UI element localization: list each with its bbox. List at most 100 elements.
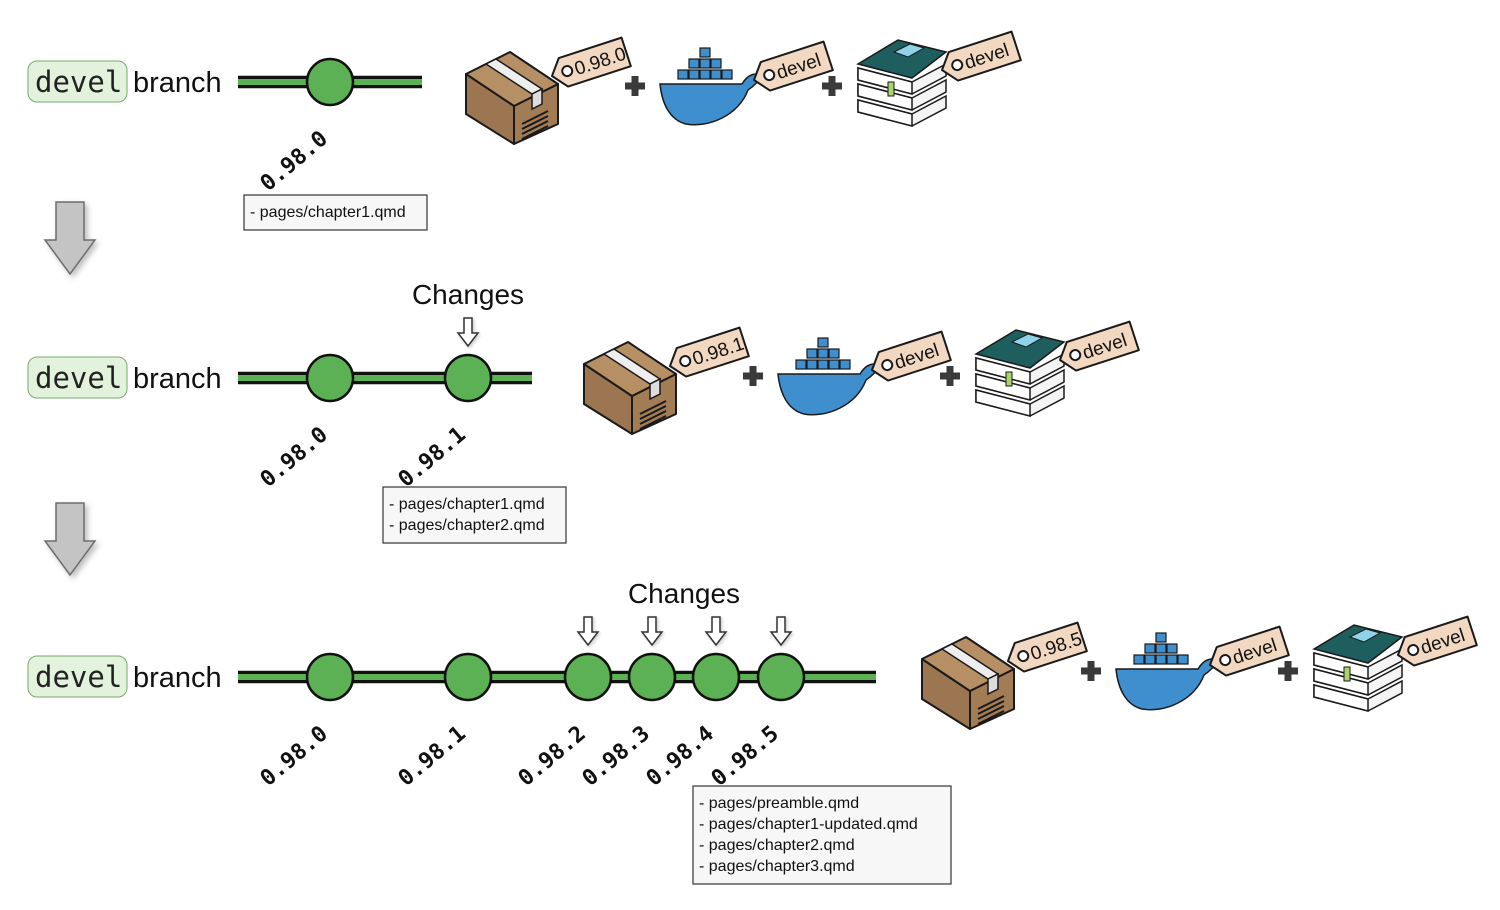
commit-node [443,353,493,403]
commit-node [305,652,355,702]
change-arrow-icon [704,616,728,647]
changed-file: - pages/preamble.qmd [699,795,859,812]
branch-name: devel [35,65,122,99]
container-block [839,359,851,370]
tag-hole [1219,654,1232,667]
tag-hole [1017,650,1030,663]
container-block [806,348,818,359]
branch-pill [27,60,128,103]
plus-icon [1278,661,1298,681]
docker-icon [659,47,764,126]
container-block [817,348,829,359]
commit-version-label: 0.98.2 [514,721,591,791]
stage-2: devel branch 0.98.0 0.98.1 Changes - pages/ch… [27,279,1140,544]
docs-tag: devel [1059,320,1140,372]
plus-icon [940,366,960,386]
plus-icon [822,76,842,96]
version-tag: 0.98.1 [669,326,750,378]
docs-tag: devel [941,30,1022,82]
branch-word: branch [133,363,222,395]
plus-icon [1081,661,1101,681]
package-icon [583,341,677,435]
docker-icon [777,337,882,416]
commit-version-label: 0.98.0 [256,721,333,791]
changed-files-box: - pages/chapter1.qmd [243,194,428,231]
change-arrow-icon [456,317,480,348]
changed-files-box: - pages/chapter1.qmd- pages/chapter2.qmd [382,486,567,544]
book-cover [1312,624,1404,664]
container-block [1177,654,1189,665]
plus-icon [625,76,645,96]
container-block [1166,654,1178,665]
changed-file: - pages/chapter2.qmd [389,517,545,534]
change-arrow-icon [769,616,793,647]
bookmark [1005,371,1013,387]
container-block [1144,654,1156,665]
commit-version-label: 0.98.0 [256,126,333,196]
container-block [699,58,711,69]
container-block [710,58,722,69]
plus-icon [743,366,763,386]
container-block [688,69,700,80]
container-block [817,337,829,348]
container-block [1155,654,1167,665]
tag-hole [1069,349,1082,362]
changed-file: - pages/chapter1-updated.qmd [699,816,918,833]
container-block [688,58,700,69]
bookmark [887,81,895,97]
container-block [806,359,818,370]
book-cover [974,329,1066,369]
commit-version-label: 0.98.0 [256,422,333,492]
book-icon [1312,624,1404,712]
branch-label: devel [27,655,128,698]
commit-node [691,652,741,702]
book-cover [856,39,948,79]
commit-version-label: 0.98.3 [578,721,655,791]
package-icon [465,51,559,145]
commit-version-label: 0.98.1 [394,721,471,791]
branch-word: branch [133,67,222,99]
branch-label: devel [27,356,128,399]
down-arrow-icon [43,201,97,276]
container-block [1166,643,1178,654]
image-tag: devel [753,40,834,92]
changed-file: - pages/chapter3.qmd [699,858,855,875]
tag-hole [679,355,692,368]
container-block [817,359,829,370]
container-block [795,359,807,370]
version-tag: 0.98.0 [551,36,632,88]
changed-file: - pages/chapter2.qmd [699,837,855,854]
commit-version-label: 0.98.5 [707,721,784,791]
container-block [699,69,711,80]
container-block [721,69,733,80]
tag-hole [763,69,776,82]
change-arrow-icon [640,616,664,647]
changes-label: Changes [412,279,524,310]
commit-node [627,652,677,702]
commit-node [305,353,355,403]
container-block [1155,632,1167,643]
container-block [828,348,840,359]
commit-node [756,652,806,702]
commit-node [305,57,355,107]
version-tag: 0.98.5 [1007,621,1088,673]
commit-version-label: 0.98.1 [394,422,471,492]
container-block [677,69,689,80]
stage-1: devel branch 0.98.0 - pages/chapter1.qmd 0.9… [27,30,1022,231]
branch-name: devel [35,361,122,395]
tag-hole [1407,644,1420,657]
commit-node [563,652,613,702]
commit-version-label: 0.98.4 [642,721,719,791]
docs-tag: devel [1397,615,1478,667]
book-icon [856,39,948,127]
down-arrow-icon [43,502,97,577]
container-block [699,47,711,58]
tag-hole [951,59,964,72]
docker-icon [1115,632,1220,711]
changed-file: - pages/chapter1.qmd [250,204,406,221]
container-block [828,359,840,370]
change-arrow-icon [576,616,600,647]
container-block [710,69,722,80]
